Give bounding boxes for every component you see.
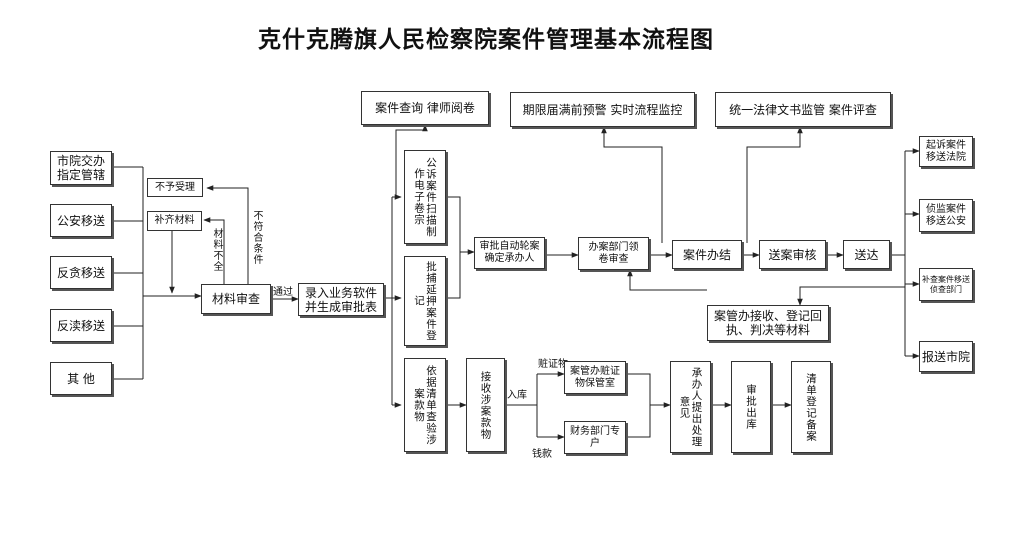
source-other[interactable]: 其 他 xyxy=(50,362,112,395)
nonconform-label: 不符合条件 xyxy=(251,210,262,265)
stolen-goods-label: 赃证物 xyxy=(538,359,568,370)
document-supervision-box[interactable]: 统一法律文书监管 案件评查 xyxy=(715,92,891,127)
material-review-box[interactable]: 材料审查 xyxy=(201,284,271,314)
public-scan-box[interactable]: 公诉案件扫描制作电子卷宗 xyxy=(404,150,446,244)
entry-software-box[interactable]: 录入业务软件并生成审批表 xyxy=(298,283,384,316)
arrest-register-box[interactable]: 批捕延押案件登记 xyxy=(404,256,446,346)
reject-box[interactable]: 不予受理 xyxy=(147,178,203,197)
output-court-box[interactable]: 起诉案件移送法院 xyxy=(919,136,973,167)
deadline-monitor-box[interactable]: 期限届满前预警 实时流程监控 xyxy=(510,92,695,127)
receipt-registration-box[interactable]: 案管办接收、登记回执、判决等材料 xyxy=(707,305,829,341)
source-police-transfer[interactable]: 公安移送 xyxy=(50,204,112,237)
source-anticorruption-transfer[interactable]: 反贪移送 xyxy=(50,256,112,289)
output-police-box[interactable]: 侦监案件移送公安 xyxy=(919,199,973,232)
page-title: 克什克腾旗人民检察院案件管理基本流程图 xyxy=(258,26,714,53)
deliver-box[interactable]: 送达 xyxy=(843,240,890,269)
finance-account-box[interactable]: 财务部门专户 xyxy=(564,421,626,454)
incomplete-label: 材料不全 xyxy=(211,228,222,272)
store-label: 入库 xyxy=(507,390,527,401)
source-city-assigned[interactable]: 市院交办指定管辖 xyxy=(50,151,112,185)
receive-goods-box[interactable]: 接收涉案款物 xyxy=(466,358,505,452)
auto-assign-box[interactable]: 审批自动轮案确定承办人 xyxy=(474,237,545,269)
send-review-box[interactable]: 送案审核 xyxy=(759,240,826,269)
inventory-check-box[interactable]: 依据清单查验涉案款物 xyxy=(404,358,446,452)
output-city-box[interactable]: 报送市院 xyxy=(919,341,973,372)
custody-room-box[interactable]: 案管办赃证物保管室 xyxy=(564,361,626,394)
case-query-box[interactable]: 案件查询 律师阅卷 xyxy=(361,91,489,125)
dept-review-box[interactable]: 办案部门领卷审查 xyxy=(578,237,649,270)
source-antidereliction-transfer[interactable]: 反渎移送 xyxy=(50,309,112,342)
handler-opinion-box[interactable]: 承办人提出处理意见 xyxy=(670,361,711,453)
approve-release-box[interactable]: 审批出库 xyxy=(731,361,771,453)
case-closure-box[interactable]: 案件办结 xyxy=(672,240,742,269)
money-label: 钱款 xyxy=(532,449,552,460)
output-investigation-dept-box[interactable]: 补查案件移送侦查部门 xyxy=(919,268,973,301)
supplement-box[interactable]: 补齐材料 xyxy=(147,211,202,231)
pass-label: 通过 xyxy=(273,287,293,298)
list-register-box[interactable]: 清单登记备案 xyxy=(791,361,831,453)
